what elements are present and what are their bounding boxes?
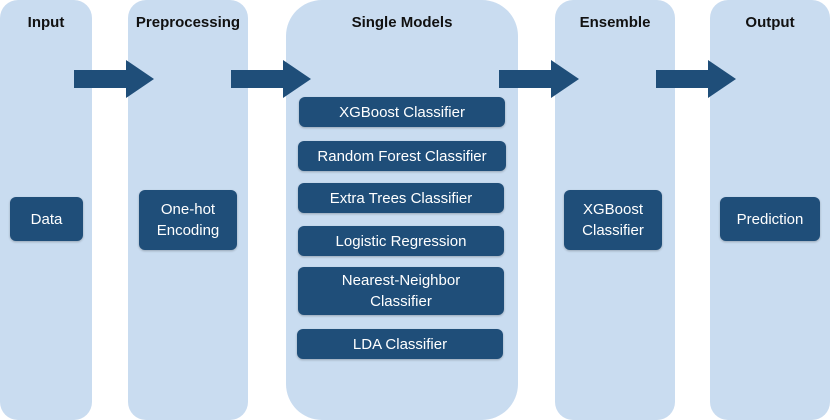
arrow-models-to-ensemble-icon xyxy=(499,60,579,98)
arrow-ensemble-to-output-icon xyxy=(656,60,736,98)
logistic-regression-box: Logistic Regression xyxy=(298,226,504,256)
ensemble-column-title: Ensemble xyxy=(579,14,651,31)
arrow-input-to-preprocessing-icon xyxy=(74,60,154,98)
single-models-column-title: Single Models xyxy=(351,14,453,31)
preprocessing-column-title: Preprocessing xyxy=(135,14,241,31)
onehot-encoding-box: One-hot Encoding xyxy=(139,190,237,250)
extra-trees-classifier-box: Extra Trees Classifier xyxy=(298,183,504,213)
prediction-box: Prediction xyxy=(720,197,820,241)
nearest-neighbor-classifier-box: Nearest-Neighbor Classifier xyxy=(298,267,504,315)
xgboost-classifier-box: XGBoost Classifier xyxy=(299,97,505,127)
lda-classifier-box: LDA Classifier xyxy=(297,329,503,359)
random-forest-classifier-box: Random Forest Classifier xyxy=(298,141,506,171)
arrow-preprocessing-to-models-icon xyxy=(231,60,311,98)
ensemble-xgboost-classifier-box: XGBoost Classifier xyxy=(564,190,662,250)
output-column-title: Output xyxy=(745,14,795,31)
data-box: Data xyxy=(10,197,83,241)
input-column-title: Input xyxy=(27,14,65,31)
